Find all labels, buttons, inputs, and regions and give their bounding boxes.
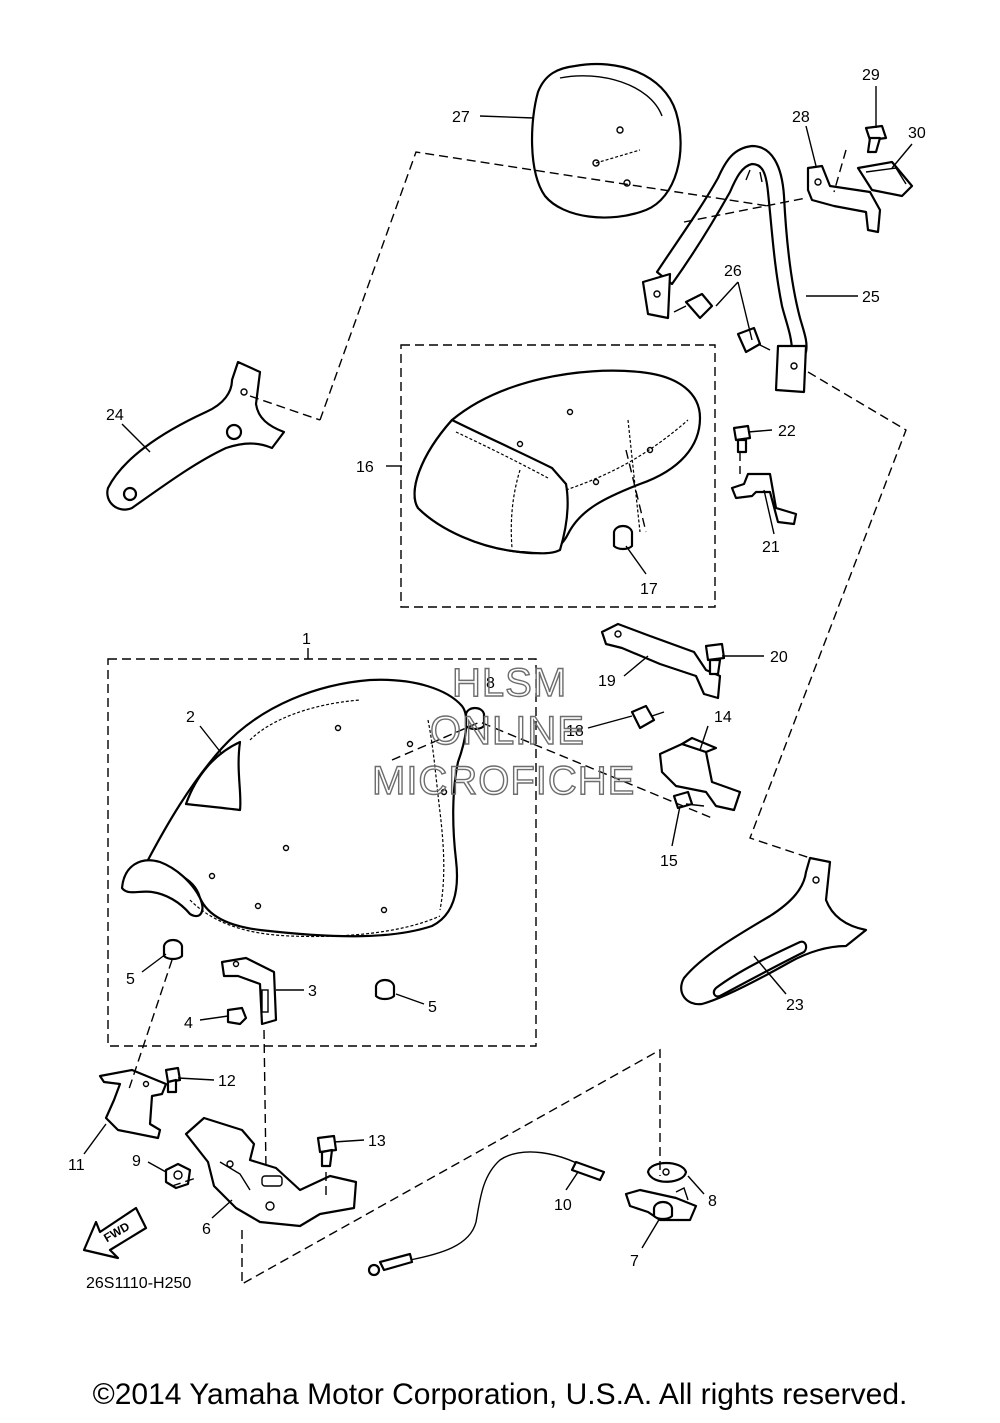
callout-labels: 1 2 3 4 5 5 6 7 8 8 9 10 11 12 13 14 15 … xyxy=(68,67,926,1270)
callout-8: 8 xyxy=(708,1193,717,1210)
callout-7: 7 xyxy=(630,1253,639,1270)
part-21-bracket xyxy=(730,472,798,526)
callout-5-right: 5 xyxy=(428,999,437,1016)
callout-13: 13 xyxy=(368,1133,386,1150)
part-9-nut xyxy=(164,1162,192,1190)
callout-14: 14 xyxy=(714,709,732,726)
callout-25: 25 xyxy=(862,289,880,306)
callout-26: 26 xyxy=(724,263,742,280)
callout-4: 4 xyxy=(184,1015,193,1032)
part-19-bracket xyxy=(600,622,722,700)
copyright-notice: ©2014 Yamaha Motor Corporation, U.S.A. A… xyxy=(92,1378,908,1411)
callout-16: 16 xyxy=(356,459,374,476)
part-27-backrest-pad xyxy=(530,62,682,219)
part-11-bracket xyxy=(98,1068,168,1140)
part-5-damper-left xyxy=(162,938,184,961)
watermark-line-3: MICROFICHE xyxy=(372,759,635,803)
callout-27: 27 xyxy=(452,109,470,126)
callout-23: 23 xyxy=(786,997,804,1014)
part-14-seat-bracket xyxy=(658,736,742,812)
callout-5-left: 5 xyxy=(126,971,135,988)
part-18-bolt xyxy=(630,704,665,730)
callout-24: 24 xyxy=(106,407,124,424)
part-7-seat-lock xyxy=(624,1187,698,1222)
callout-9: 9 xyxy=(132,1153,141,1170)
watermark-line-1: HLSM xyxy=(452,661,567,705)
callout-12: 12 xyxy=(218,1073,236,1090)
part-26-bolts xyxy=(673,292,771,354)
callout-8-top: 8 xyxy=(486,675,495,692)
callout-19: 19 xyxy=(598,673,616,690)
part-29-bolt xyxy=(864,124,888,154)
part-23-right-grab-handle xyxy=(680,856,868,1006)
part-24-left-grab-handle xyxy=(106,360,286,511)
callout-17: 17 xyxy=(640,581,658,598)
part-16-passenger-seat xyxy=(413,369,702,555)
callout-28: 28 xyxy=(792,109,810,126)
callout-11: 11 xyxy=(68,1157,85,1174)
callout-leaders xyxy=(83,86,913,1249)
part-8-plate xyxy=(646,1161,688,1183)
callout-15: 15 xyxy=(660,853,678,870)
callout-20: 20 xyxy=(770,649,788,666)
group-box-passenger-seat xyxy=(400,344,716,608)
part-2-rider-seat xyxy=(120,678,468,938)
part-15-bolt xyxy=(672,790,705,810)
callout-21: 21 xyxy=(762,539,780,556)
part-4-nut xyxy=(226,1006,248,1026)
callout-29: 29 xyxy=(862,67,880,84)
part-28-mount-bracket xyxy=(806,164,882,234)
part-8-collar-top xyxy=(464,706,486,731)
part-22-bolt xyxy=(732,424,752,454)
diagram-code: 26S1110-H250 xyxy=(86,1275,191,1292)
part-3-hook-bracket xyxy=(220,956,278,1026)
part-6-lock-bracket xyxy=(184,1116,358,1228)
callout-18: 18 xyxy=(566,723,584,740)
part-10-cable xyxy=(367,1151,606,1277)
callout-22: 22 xyxy=(778,423,796,440)
callout-30: 30 xyxy=(908,125,926,142)
watermark-line-2: ONLINE xyxy=(430,709,585,753)
part-25-backrest-frame xyxy=(641,144,808,394)
callout-6: 6 xyxy=(202,1221,211,1238)
part-30-clip-nut xyxy=(856,160,914,198)
part-5-damper-right xyxy=(374,978,396,1001)
callout-2: 2 xyxy=(186,709,195,726)
assembly-lines xyxy=(127,149,907,1286)
part-17-damper xyxy=(612,524,634,551)
fwd-arrow-icon: FWD xyxy=(82,1206,148,1260)
part-20-bolt xyxy=(704,642,726,676)
part-13-bolt xyxy=(316,1134,338,1168)
part-12-bolt xyxy=(164,1066,182,1094)
group-box-rider-seat xyxy=(107,658,537,1047)
callout-1: 1 xyxy=(302,631,311,648)
callout-3: 3 xyxy=(308,983,317,1000)
callout-10: 10 xyxy=(554,1197,572,1214)
watermark: HLSM ONLINE MICROFICHE xyxy=(371,660,635,803)
